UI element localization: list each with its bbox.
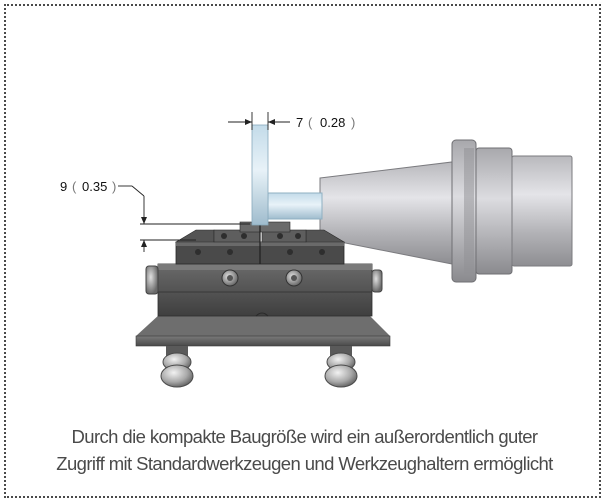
workpiece <box>251 124 269 226</box>
vise-foot-left <box>160 346 194 388</box>
dim-width-paren-close: ) <box>351 115 355 130</box>
vise-illustration: 7 ( 0.28 ) 9 ( 0.35 ) <box>60 112 573 388</box>
vise-body <box>145 263 383 317</box>
caption-line-1: Durch die kompakte Baugröße wird ein auß… <box>71 426 539 447</box>
tool-holder <box>267 139 573 283</box>
dim-width-converted: 0.28 <box>320 115 345 130</box>
vise-base <box>135 314 391 388</box>
dimension-width <box>228 112 290 130</box>
caption-line-2: Zugriff mit Standardwerkzeugen und Werkz… <box>56 453 553 474</box>
vise-foot-right <box>324 346 358 388</box>
dim-height-value: 9 <box>60 179 67 194</box>
dimension-height <box>118 185 250 252</box>
dim-height-converted: 0.35 <box>82 179 107 194</box>
dim-width-value: 7 <box>296 115 303 130</box>
vise-jaws <box>174 221 346 265</box>
dim-width-paren-open: ( <box>308 115 313 130</box>
dim-height-paren-open: ( <box>72 179 77 194</box>
dim-height-paren-close: ) <box>112 179 116 194</box>
